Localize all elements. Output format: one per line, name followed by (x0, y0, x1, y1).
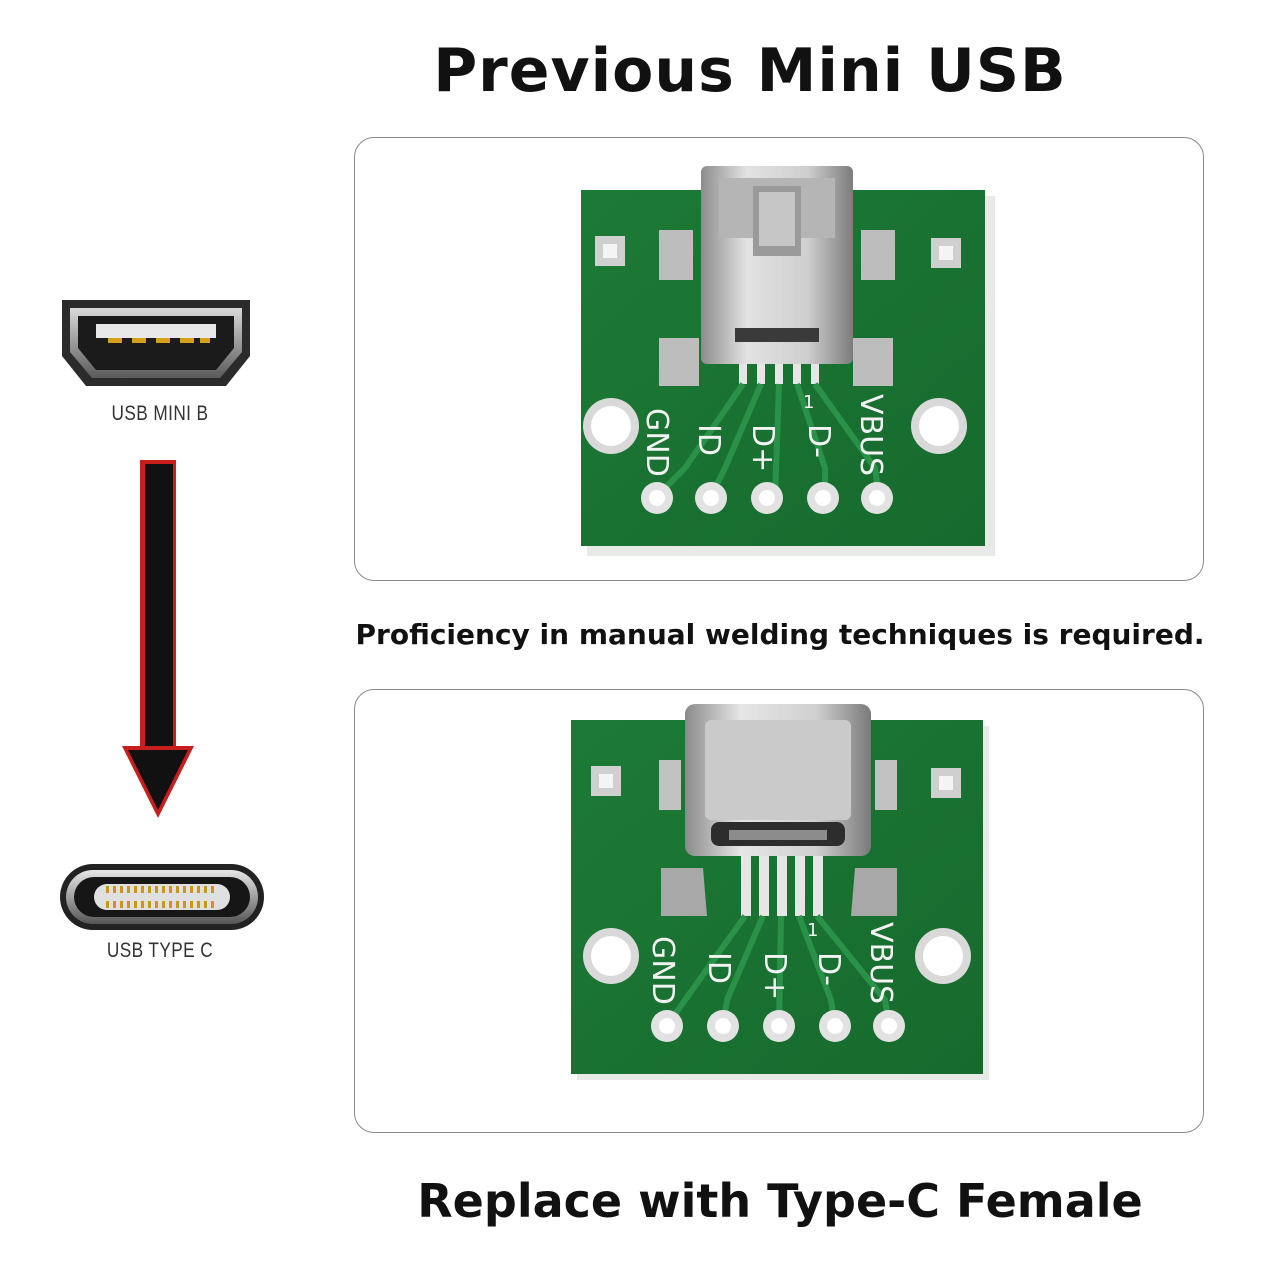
pin-label-vbus-c: VBUS (863, 922, 898, 1004)
pin-label-gnd: GND (639, 408, 674, 477)
pin-label-dplus: D+ (745, 424, 780, 472)
pin1-marker-c: 1 (807, 920, 818, 941)
mini-usb-board-photo: GND ID D+ D- VBUS 1 (581, 166, 995, 556)
pin-label-dplus-c: D+ (757, 952, 792, 1000)
page-title-bottom: Replace with Type-C Female (417, 1174, 1143, 1228)
pin1-marker: 1 (803, 392, 814, 413)
welding-note: Proficiency in manual welding techniques… (355, 618, 1205, 651)
pin-label-dminus-c: D- (811, 952, 846, 986)
pin-label-gnd-c: GND (645, 936, 680, 1005)
mini-usb-board-panel: GND ID D+ D- VBUS 1 (354, 137, 1204, 581)
usb-type-c-label: USB TYPE C (106, 939, 214, 962)
pin-label-dminus: D- (801, 424, 836, 458)
type-c-board-photo: GND ID D+ D- VBUS 1 (571, 704, 989, 1080)
usb-mini-b-icon (58, 296, 254, 390)
pin-label-vbus: VBUS (853, 394, 888, 476)
usb-mini-b-label: USB MINI B (111, 402, 209, 425)
type-c-board-panel: GND ID D+ D- VBUS 1 (354, 689, 1204, 1133)
pin-label-id-c: ID (701, 952, 736, 984)
page-title-top: Previous Mini USB (433, 36, 1067, 106)
pin-label-id: ID (691, 424, 726, 456)
arrow-down-icon (118, 458, 198, 822)
usb-type-c-icon (58, 862, 266, 932)
